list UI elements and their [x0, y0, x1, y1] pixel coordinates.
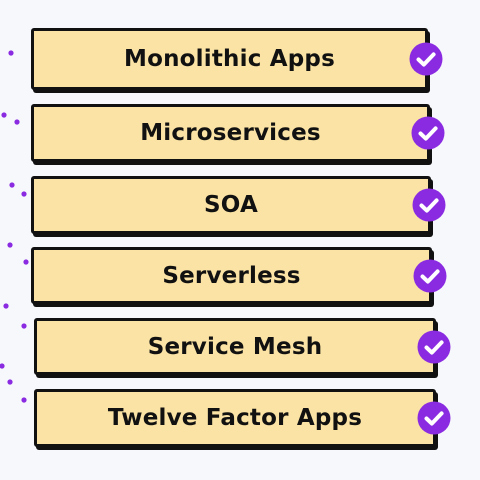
- list-item: Serverless: [31, 247, 447, 304]
- list-item: SOA: [31, 176, 446, 234]
- item-label: Monolithic Apps: [124, 46, 335, 72]
- check-circle-icon: [411, 116, 445, 150]
- list-item: Twelve Factor Apps: [34, 389, 451, 447]
- list-item: Monolithic Apps: [31, 28, 443, 90]
- item-label: Microservices: [140, 120, 321, 146]
- check-circle-icon: [417, 401, 451, 435]
- item-label: SOA: [204, 192, 258, 218]
- check-circle-icon: [409, 42, 443, 76]
- check-circle-icon: [412, 188, 446, 222]
- item-label: Service Mesh: [147, 333, 323, 360]
- item-label: Serverless: [162, 262, 301, 289]
- list-item: Microservices: [31, 104, 445, 162]
- list-item: Service Mesh: [34, 318, 451, 375]
- item-label: Twelve Factor Apps: [107, 405, 363, 431]
- check-circle-icon: [417, 330, 451, 363]
- check-circle-icon: [413, 259, 447, 292]
